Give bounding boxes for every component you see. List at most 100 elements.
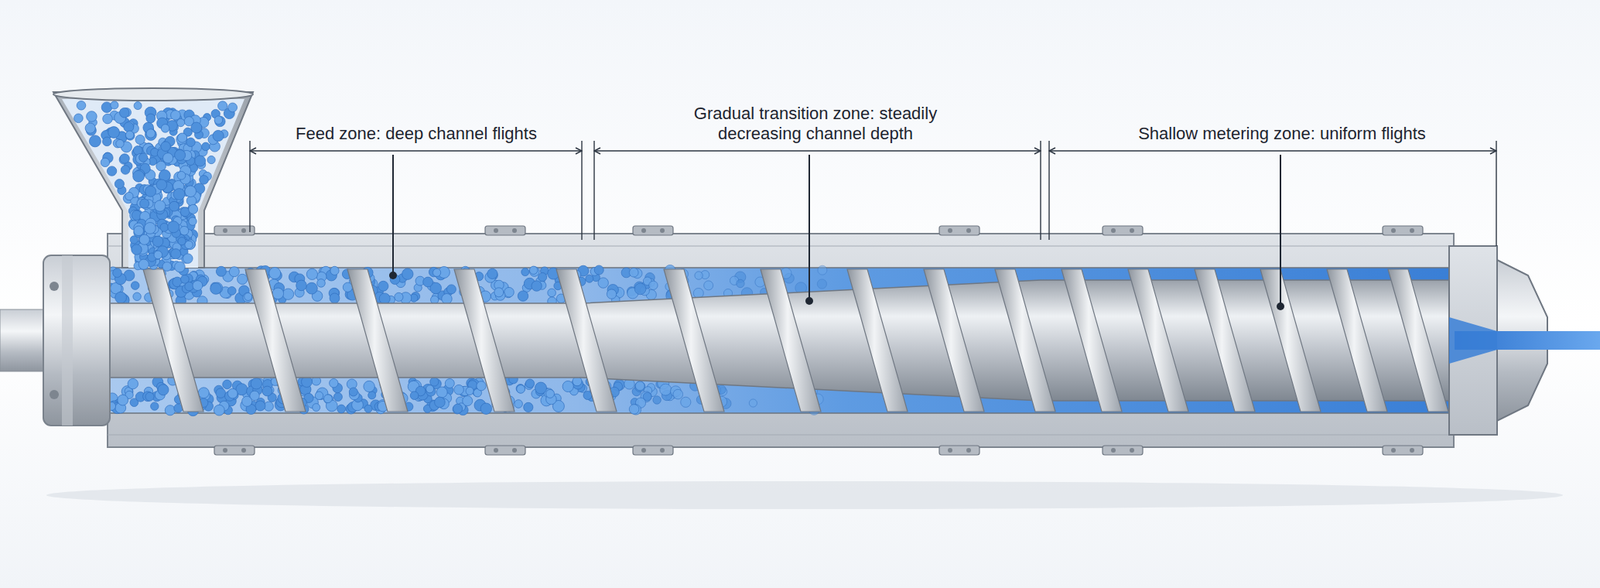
plastic-pellet <box>125 130 134 140</box>
clamp-bolt <box>641 447 647 453</box>
plastic-pellet <box>100 157 110 167</box>
plastic-pellet <box>312 403 321 412</box>
plastic-pellet <box>146 129 155 138</box>
plastic-pellet <box>210 283 223 295</box>
flange-ring <box>61 255 73 426</box>
plastic-pellet <box>198 387 209 399</box>
plastic-pellet <box>521 268 530 277</box>
clamp-bolt <box>1409 228 1415 233</box>
plastic-pellet <box>144 222 157 235</box>
plastic-pellet <box>199 175 209 185</box>
plastic-pellet <box>629 404 640 415</box>
plastic-pellet <box>594 265 604 275</box>
plastic-pellet <box>174 150 186 161</box>
flange-bolt <box>49 281 59 291</box>
screw-flights <box>143 269 1449 412</box>
melt-channel <box>1449 317 1498 364</box>
plastic-pellet <box>163 153 174 164</box>
plastic-pellet <box>177 171 186 181</box>
plastic-pellet <box>227 388 238 399</box>
plastic-pellet <box>117 394 129 406</box>
plastic-pellet <box>487 268 498 279</box>
plastic-pellet <box>110 101 119 110</box>
plastic-pellet <box>183 253 194 264</box>
leader-dot <box>1276 302 1285 311</box>
screw-flight <box>143 269 204 412</box>
heater-clamp <box>214 225 255 236</box>
barrel-edge <box>107 246 1454 247</box>
plastic-pellet <box>212 129 224 141</box>
plastic-pellet <box>228 102 238 113</box>
plastic-pellet <box>116 139 124 148</box>
plastic-pellet <box>330 266 339 275</box>
plastic-pellet <box>562 380 574 392</box>
barrel-edge <box>107 434 1454 436</box>
plastic-pellet <box>106 166 117 176</box>
plastic-pellet <box>680 396 691 407</box>
plastic-pellet <box>523 402 534 412</box>
plastic-pellet <box>531 280 542 291</box>
plastic-pellet <box>525 379 534 388</box>
plastic-pellet <box>423 276 434 288</box>
plastic-pellet <box>649 280 658 290</box>
plastic-pellet <box>170 110 182 121</box>
plastic-pellet <box>329 379 339 388</box>
plastic-pellet <box>748 399 757 407</box>
plastic-pellet <box>434 396 446 408</box>
plastic-pellet <box>145 392 154 401</box>
clamp-bolt <box>1391 228 1396 233</box>
plastic-pellet <box>453 403 463 414</box>
heater-clamps <box>214 225 1423 455</box>
extension-line <box>1039 140 1041 240</box>
plastic-pellet <box>184 185 197 198</box>
plastic-pellet <box>139 153 148 162</box>
plastic-pellet <box>114 179 124 189</box>
clamp-bolt <box>659 228 665 233</box>
screw-flight <box>994 269 1056 412</box>
plastic-pellet <box>138 259 149 270</box>
plastic-pellet <box>402 268 414 280</box>
plastic-pellet <box>426 385 435 394</box>
extension-line <box>1048 140 1050 240</box>
plastic-pellet <box>125 131 135 141</box>
heater-clamp <box>1102 445 1143 455</box>
heater-clamp <box>1382 225 1423 236</box>
clamp-bolt <box>493 228 499 233</box>
plastic-pellet <box>101 102 113 113</box>
plastic-pellet <box>229 266 240 277</box>
plastic-pellet <box>218 101 228 111</box>
plastic-pellet <box>546 389 555 398</box>
plastic-pellet <box>177 119 185 127</box>
zone-label: Gradual transition zone: steadily decrea… <box>680 103 951 144</box>
plastic-pellet <box>176 133 188 145</box>
barrel-bore <box>107 267 1450 414</box>
plastic-pellet <box>635 381 645 391</box>
screw-flight <box>245 269 306 412</box>
clamp-bolt <box>966 447 971 453</box>
plastic-pellet <box>410 391 419 400</box>
plastic-pellet <box>133 102 142 110</box>
plastic-pellet <box>131 244 142 255</box>
plastic-pellet <box>179 225 189 236</box>
dimension-line <box>249 150 582 151</box>
pellet-group <box>74 101 238 273</box>
plastic-pellet <box>333 393 342 402</box>
zone-label: Feed zone: deep channel flights <box>253 123 579 144</box>
plastic-pellet <box>585 274 594 283</box>
plastic-pellet <box>430 295 439 304</box>
plastic-pellet <box>446 284 456 295</box>
plastic-pellet <box>237 273 248 284</box>
plastic-pellet <box>379 293 390 305</box>
plastic-pellet <box>314 391 323 400</box>
plastic-pellet <box>215 266 226 277</box>
plastic-pellet <box>535 382 548 394</box>
plastic-pellet <box>177 237 186 246</box>
heater-clamp <box>485 445 526 455</box>
plastic-pellet <box>201 142 211 151</box>
screw-flight <box>556 269 617 412</box>
heater-clamp <box>939 225 980 236</box>
plastic-pellet <box>76 101 86 111</box>
plastic-pellet <box>177 133 188 143</box>
hopper-rim <box>53 88 253 101</box>
